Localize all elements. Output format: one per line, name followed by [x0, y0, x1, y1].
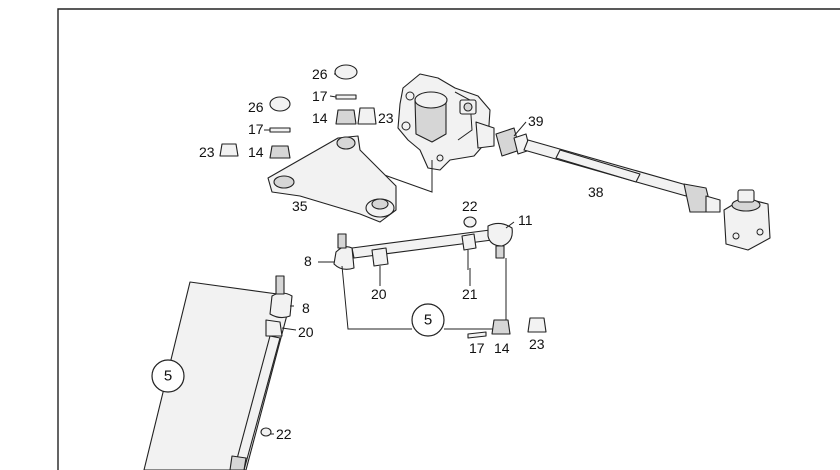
- leader-lines: [264, 73, 527, 435]
- hardware-stack-left: [219, 96, 291, 159]
- callout-14-right: 14: [312, 110, 328, 126]
- callout-38: 38: [588, 184, 604, 200]
- callout-35: 35: [292, 198, 308, 214]
- steering-column-base: [723, 189, 771, 251]
- steering-gear-box: [397, 73, 495, 171]
- callout-17-right: 17: [312, 88, 328, 104]
- callout-20-upper: 20: [371, 286, 387, 302]
- callout-8-upper: 8: [304, 253, 312, 269]
- group-callout-5-upper-label: 5: [424, 312, 432, 329]
- hardware-stack-lower: [467, 317, 547, 339]
- callout-23-lower: 23: [529, 336, 545, 352]
- pitman-arm: [267, 135, 397, 223]
- callout-22-upper: 22: [462, 198, 478, 214]
- callout-23-left: 23: [199, 144, 215, 160]
- diagram-frame: [57, 8, 840, 470]
- callout-26-left: 26: [248, 99, 264, 115]
- group-callout-5-lower-label: 5: [164, 368, 172, 385]
- group-callout-5-upper: [411, 303, 445, 337]
- group-callout-5-lower: [151, 359, 185, 393]
- callout-20-lower: 20: [298, 324, 314, 340]
- callout-17-left: 17: [248, 121, 264, 137]
- callout-14-left: 14: [248, 144, 264, 160]
- callout-22-lower: 22: [276, 426, 292, 442]
- callout-11: 11: [518, 212, 533, 228]
- intermediate-steering-shaft: [495, 127, 721, 213]
- drag-link-assembly: [333, 216, 513, 270]
- callout-21: 21: [462, 286, 478, 302]
- hardware-stack-right: [334, 64, 377, 125]
- tie-rod-assembly: [143, 275, 293, 470]
- callout-17-lower: 17: [469, 340, 485, 356]
- callout-26-right: 26: [312, 66, 328, 82]
- callout-14-lower: 14: [494, 340, 510, 356]
- callout-39: 39: [528, 113, 544, 129]
- callout-23-right: 23: [378, 110, 394, 126]
- callout-8-lower: 8: [302, 300, 310, 316]
